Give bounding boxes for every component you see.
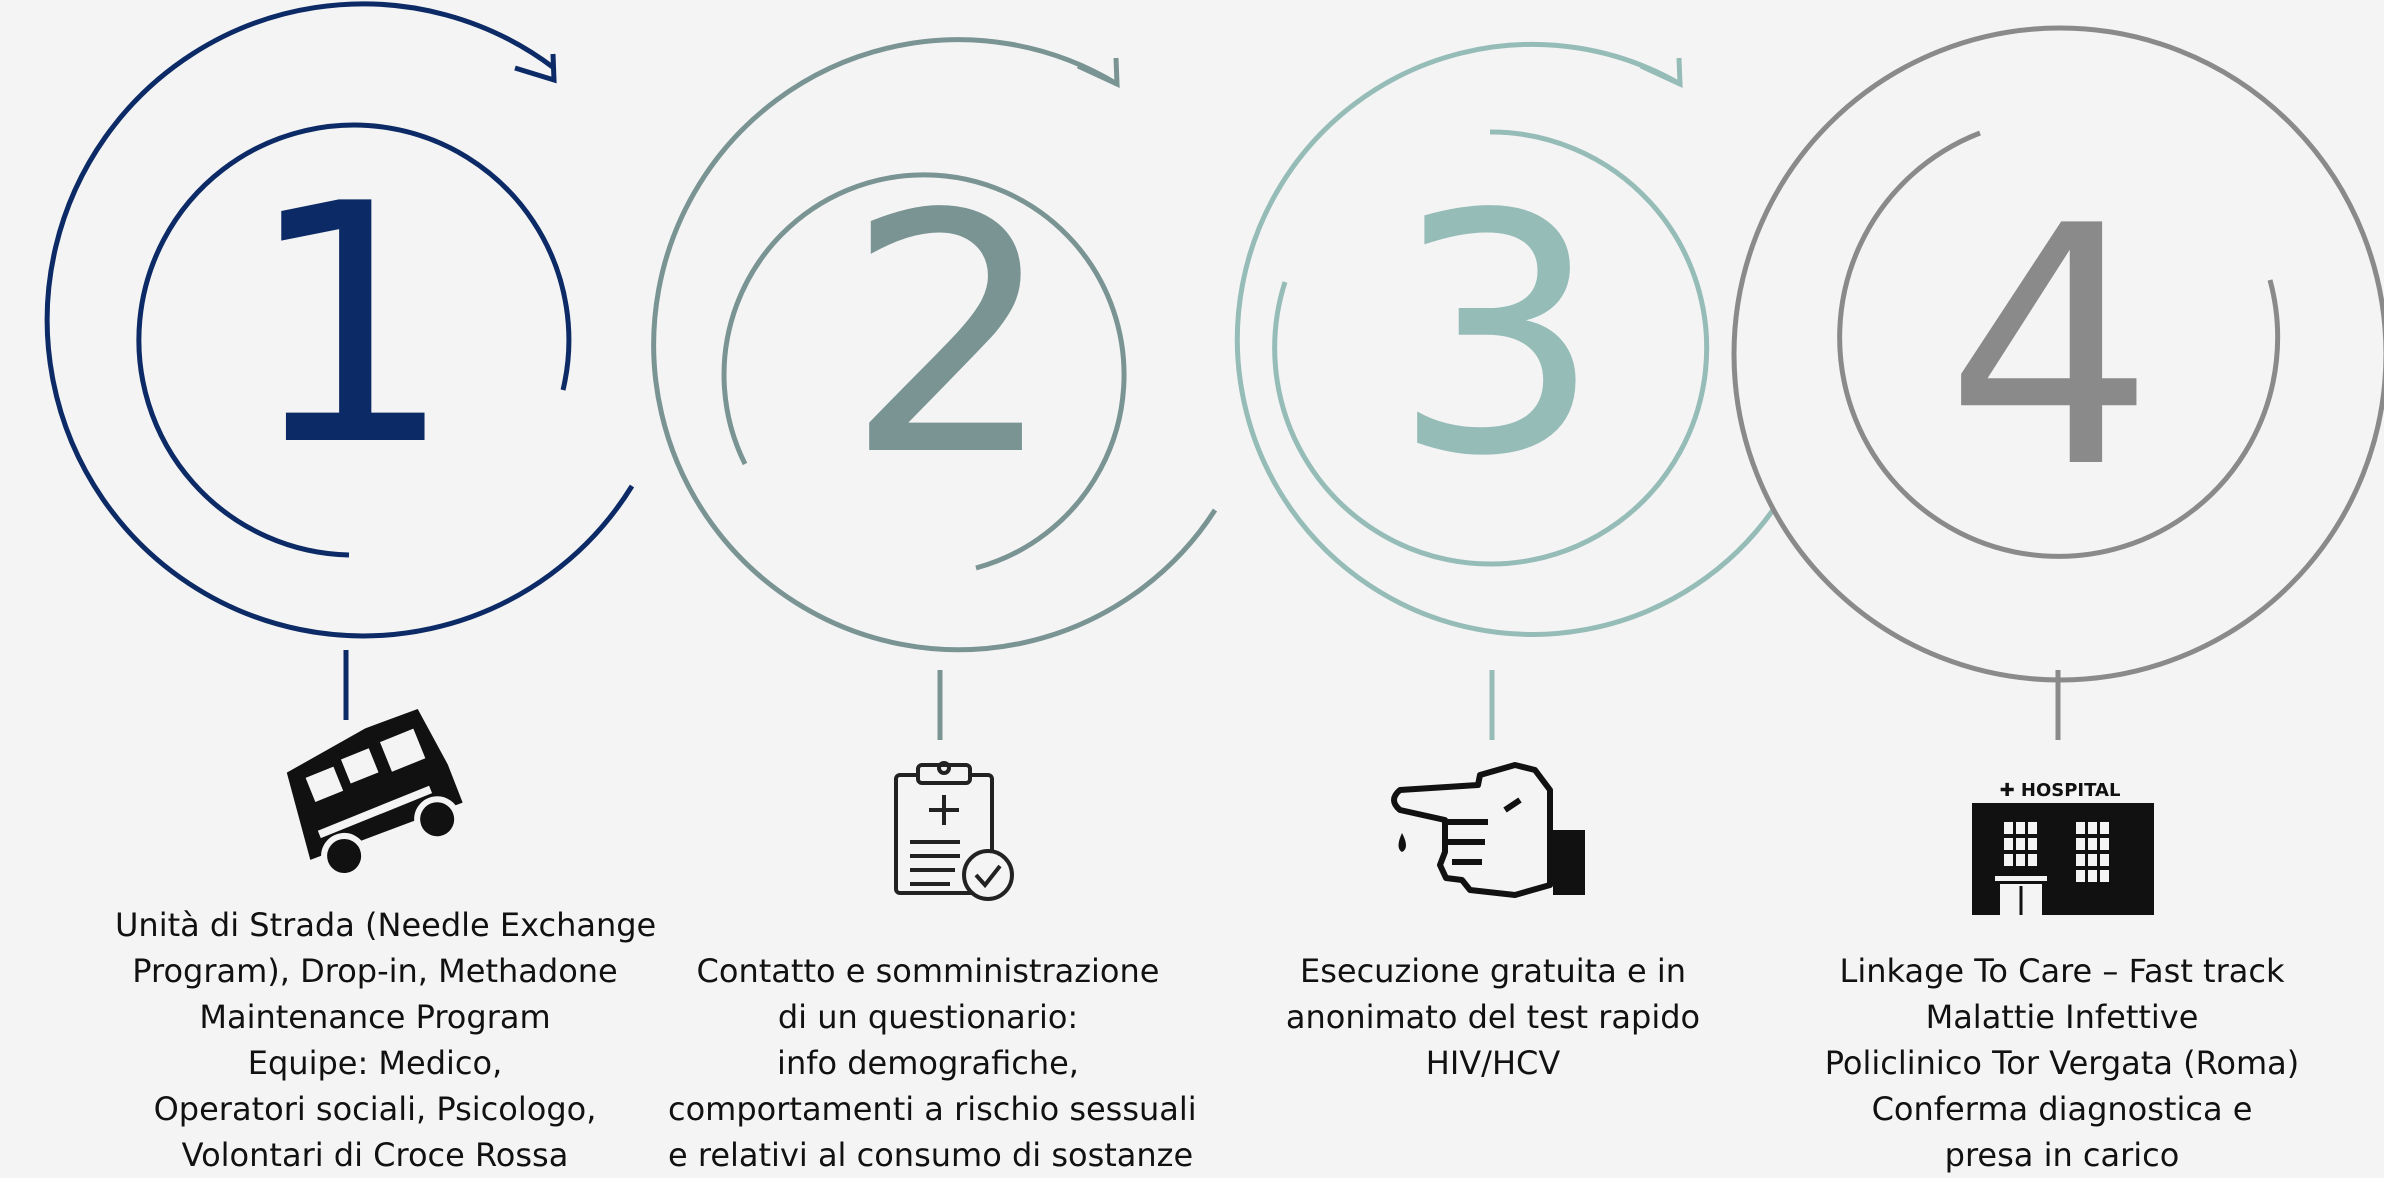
step-2-arrow-icon — [1076, 57, 1120, 88]
clipboard-check-icon — [894, 761, 1014, 901]
step-4-circles — [1731, 25, 2384, 740]
step-2-line: comportamenti a rischio sessuali — [668, 1090, 1197, 1128]
step-3-description: Esecuzione gratuita e in anonimato del t… — [1233, 948, 1753, 1086]
step-2-number: 2 — [845, 144, 1055, 528]
step-2-line: Contatto e somministrazione — [696, 952, 1160, 990]
step-2-description: Contatto e somministrazione di un questi… — [668, 948, 1197, 1178]
step-3-circles — [1234, 41, 1776, 740]
step-1-number: 1 — [245, 134, 455, 518]
step-4-line: Malattie Infettive — [1925, 998, 2199, 1036]
step-2-circles — [651, 37, 1218, 740]
step-3-line: Esecuzione gratuita e in — [1299, 952, 1686, 990]
step-3-line: anonimato del test rapido — [1285, 998, 1701, 1036]
step-1-line: Program), Drop-in, Methadone — [132, 952, 618, 990]
step-1-inner-arc — [136, 122, 572, 558]
step-2-line: di un questionario: — [777, 998, 1079, 1036]
step-1-line: Volontari di Croce Rossa — [181, 1136, 569, 1174]
step-4-description: Linkage To Care – Fast track Malattie In… — [1802, 948, 2322, 1178]
step-2-inner-arc — [721, 172, 1127, 571]
step-1-description: Unità di Strada (Needle Exchange Program… — [115, 902, 657, 1178]
step-4-line: Linkage To Care – Fast track — [1839, 952, 2285, 990]
finger-prick-icon — [1391, 762, 1585, 898]
step-1-outer-arc — [44, 1, 635, 639]
step-4-inner-arc — [1837, 130, 2281, 559]
step-1-line: Operatori sociali, Psicologo, — [153, 1090, 597, 1128]
step-1-line: Maintenance Program — [199, 998, 551, 1036]
step-2-line: info demografiche, — [777, 1044, 1079, 1082]
step-1-line: Equipe: Medico, — [247, 1044, 503, 1082]
hospital-icon-label: ✚ HOSPITAL — [2000, 780, 2121, 801]
step-2-outer-arc — [651, 37, 1218, 653]
step-1-line: Unità di Strada (Needle Exchange — [115, 906, 657, 944]
ambulance-van-icon — [286, 708, 463, 879]
step-1-circles — [44, 1, 635, 720]
step-3-number: 3 — [1392, 144, 1602, 528]
step-1-arrow-icon — [514, 53, 557, 84]
step-3-outer-arc — [1234, 41, 1776, 637]
hospital-icon: ✚ HOSPITAL — [1972, 780, 2154, 915]
step-3-inner-arc — [1272, 129, 1710, 567]
step-3-arrow-icon — [1639, 57, 1683, 88]
step-4-line: Policlinico Tor Vergata (Roma) — [1824, 1044, 2300, 1082]
step-4-number: 4 — [1945, 156, 2155, 540]
step-2-line: e relativi al consumo di sostanze — [668, 1136, 1194, 1174]
step-4-line: presa in carico — [1944, 1136, 2180, 1174]
step-3-line: HIV/HCV — [1425, 1044, 1561, 1082]
step-4-line: Conferma diagnostica e — [1871, 1090, 2253, 1128]
